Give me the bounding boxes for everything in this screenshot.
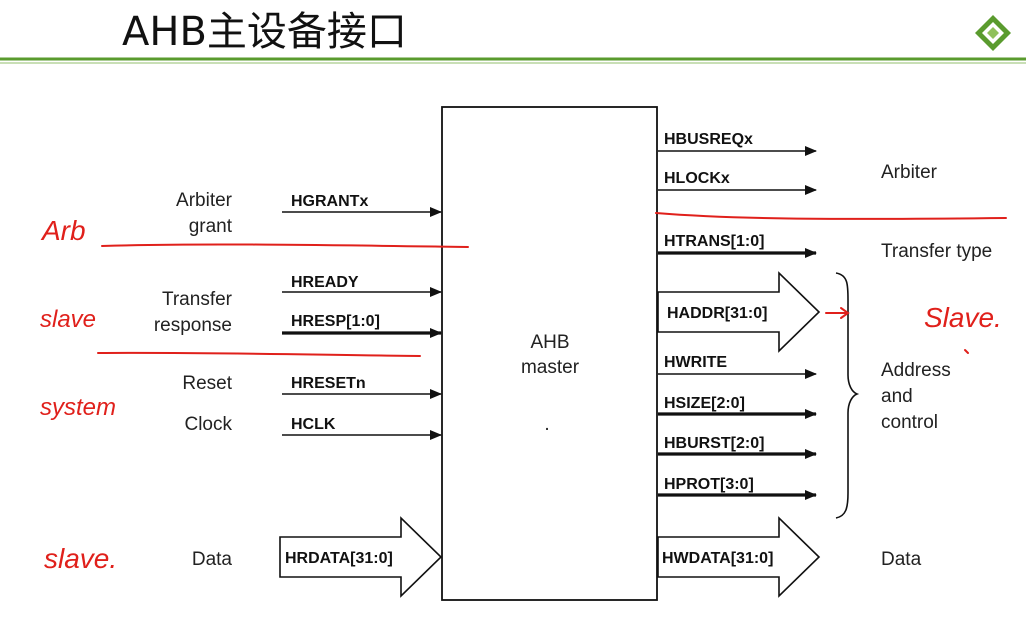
hreset-signal-label: HRESETn	[291, 375, 366, 392]
handwritten-system: system	[40, 394, 116, 421]
arbiter-grant-label-1: Arbiter	[176, 190, 233, 211]
arbiter-grant-label-2: grant	[189, 216, 233, 237]
and-label: and	[881, 386, 913, 407]
handwritten-slave-3: Slave.	[924, 302, 1002, 333]
control-label: control	[881, 412, 938, 433]
right-data-label: Data	[881, 549, 922, 570]
transfer-response-label-2: response	[154, 315, 232, 336]
hbusreq-signal-label: HBUSREQx	[664, 131, 753, 148]
left-data-label: Data	[192, 549, 233, 570]
transfer-type-label: Transfer type	[881, 241, 992, 262]
hprot-signal-label: HPROT[3:0]	[664, 476, 754, 493]
handwritten-text: Arb slave system slave. Slave.	[40, 215, 1002, 574]
handwritten-annotations	[97, 212, 1007, 357]
hsize-signal-label: HSIZE[2:0]	[664, 395, 745, 412]
hwdata-signal-label: HWDATA[31:0]	[662, 550, 773, 567]
haddr-bus-arrow	[657, 271, 821, 353]
hlock-signal-label: HLOCKx	[664, 170, 730, 187]
master-label-line2: master	[521, 357, 580, 378]
hburst-signal-label: HBURST[2:0]	[664, 435, 764, 452]
hresp-signal-label: HRESP[1:0]	[291, 313, 380, 330]
reset-label: Reset	[182, 373, 232, 394]
hwdata-bus-arrow	[657, 516, 821, 598]
master-label-line1: AHB	[530, 332, 569, 353]
hrdata-signal-label: HRDATA[31:0]	[285, 550, 393, 567]
clock-label: Clock	[184, 414, 232, 435]
hrdata-bus-arrow	[279, 516, 443, 598]
divider-transfer-left	[97, 351, 421, 357]
transfer-response-label-1: Transfer	[162, 289, 233, 310]
haddr-pointer-mark	[825, 307, 850, 319]
ahb-master-block	[441, 106, 658, 601]
hgrant-signal-label: HGRANTx	[291, 193, 368, 210]
handwritten-slave-1: slave	[40, 306, 96, 333]
slide-title: AHB主设备接口	[122, 9, 407, 55]
address-control-brace	[835, 272, 860, 519]
address-label: Address	[881, 360, 951, 381]
master-dot: .	[544, 414, 549, 435]
hready-signal-label: HREADY	[291, 274, 359, 291]
haddr-signal-label: HADDR[31:0]	[667, 305, 767, 322]
hwrite-signal-label: HWRITE	[664, 354, 727, 371]
handwritten-slave-2: slave.	[44, 543, 117, 574]
hclk-signal-label: HCLK	[291, 416, 336, 433]
diamond-logo-icon	[975, 15, 1011, 51]
stray-mark	[964, 349, 969, 354]
handwritten-arb: Arb	[40, 215, 86, 246]
arbiter-label: Arbiter	[881, 162, 938, 183]
htrans-signal-label: HTRANS[1:0]	[664, 233, 764, 250]
divider-arbiter-right	[655, 212, 1007, 220]
divider-arbiter-left	[101, 243, 469, 248]
